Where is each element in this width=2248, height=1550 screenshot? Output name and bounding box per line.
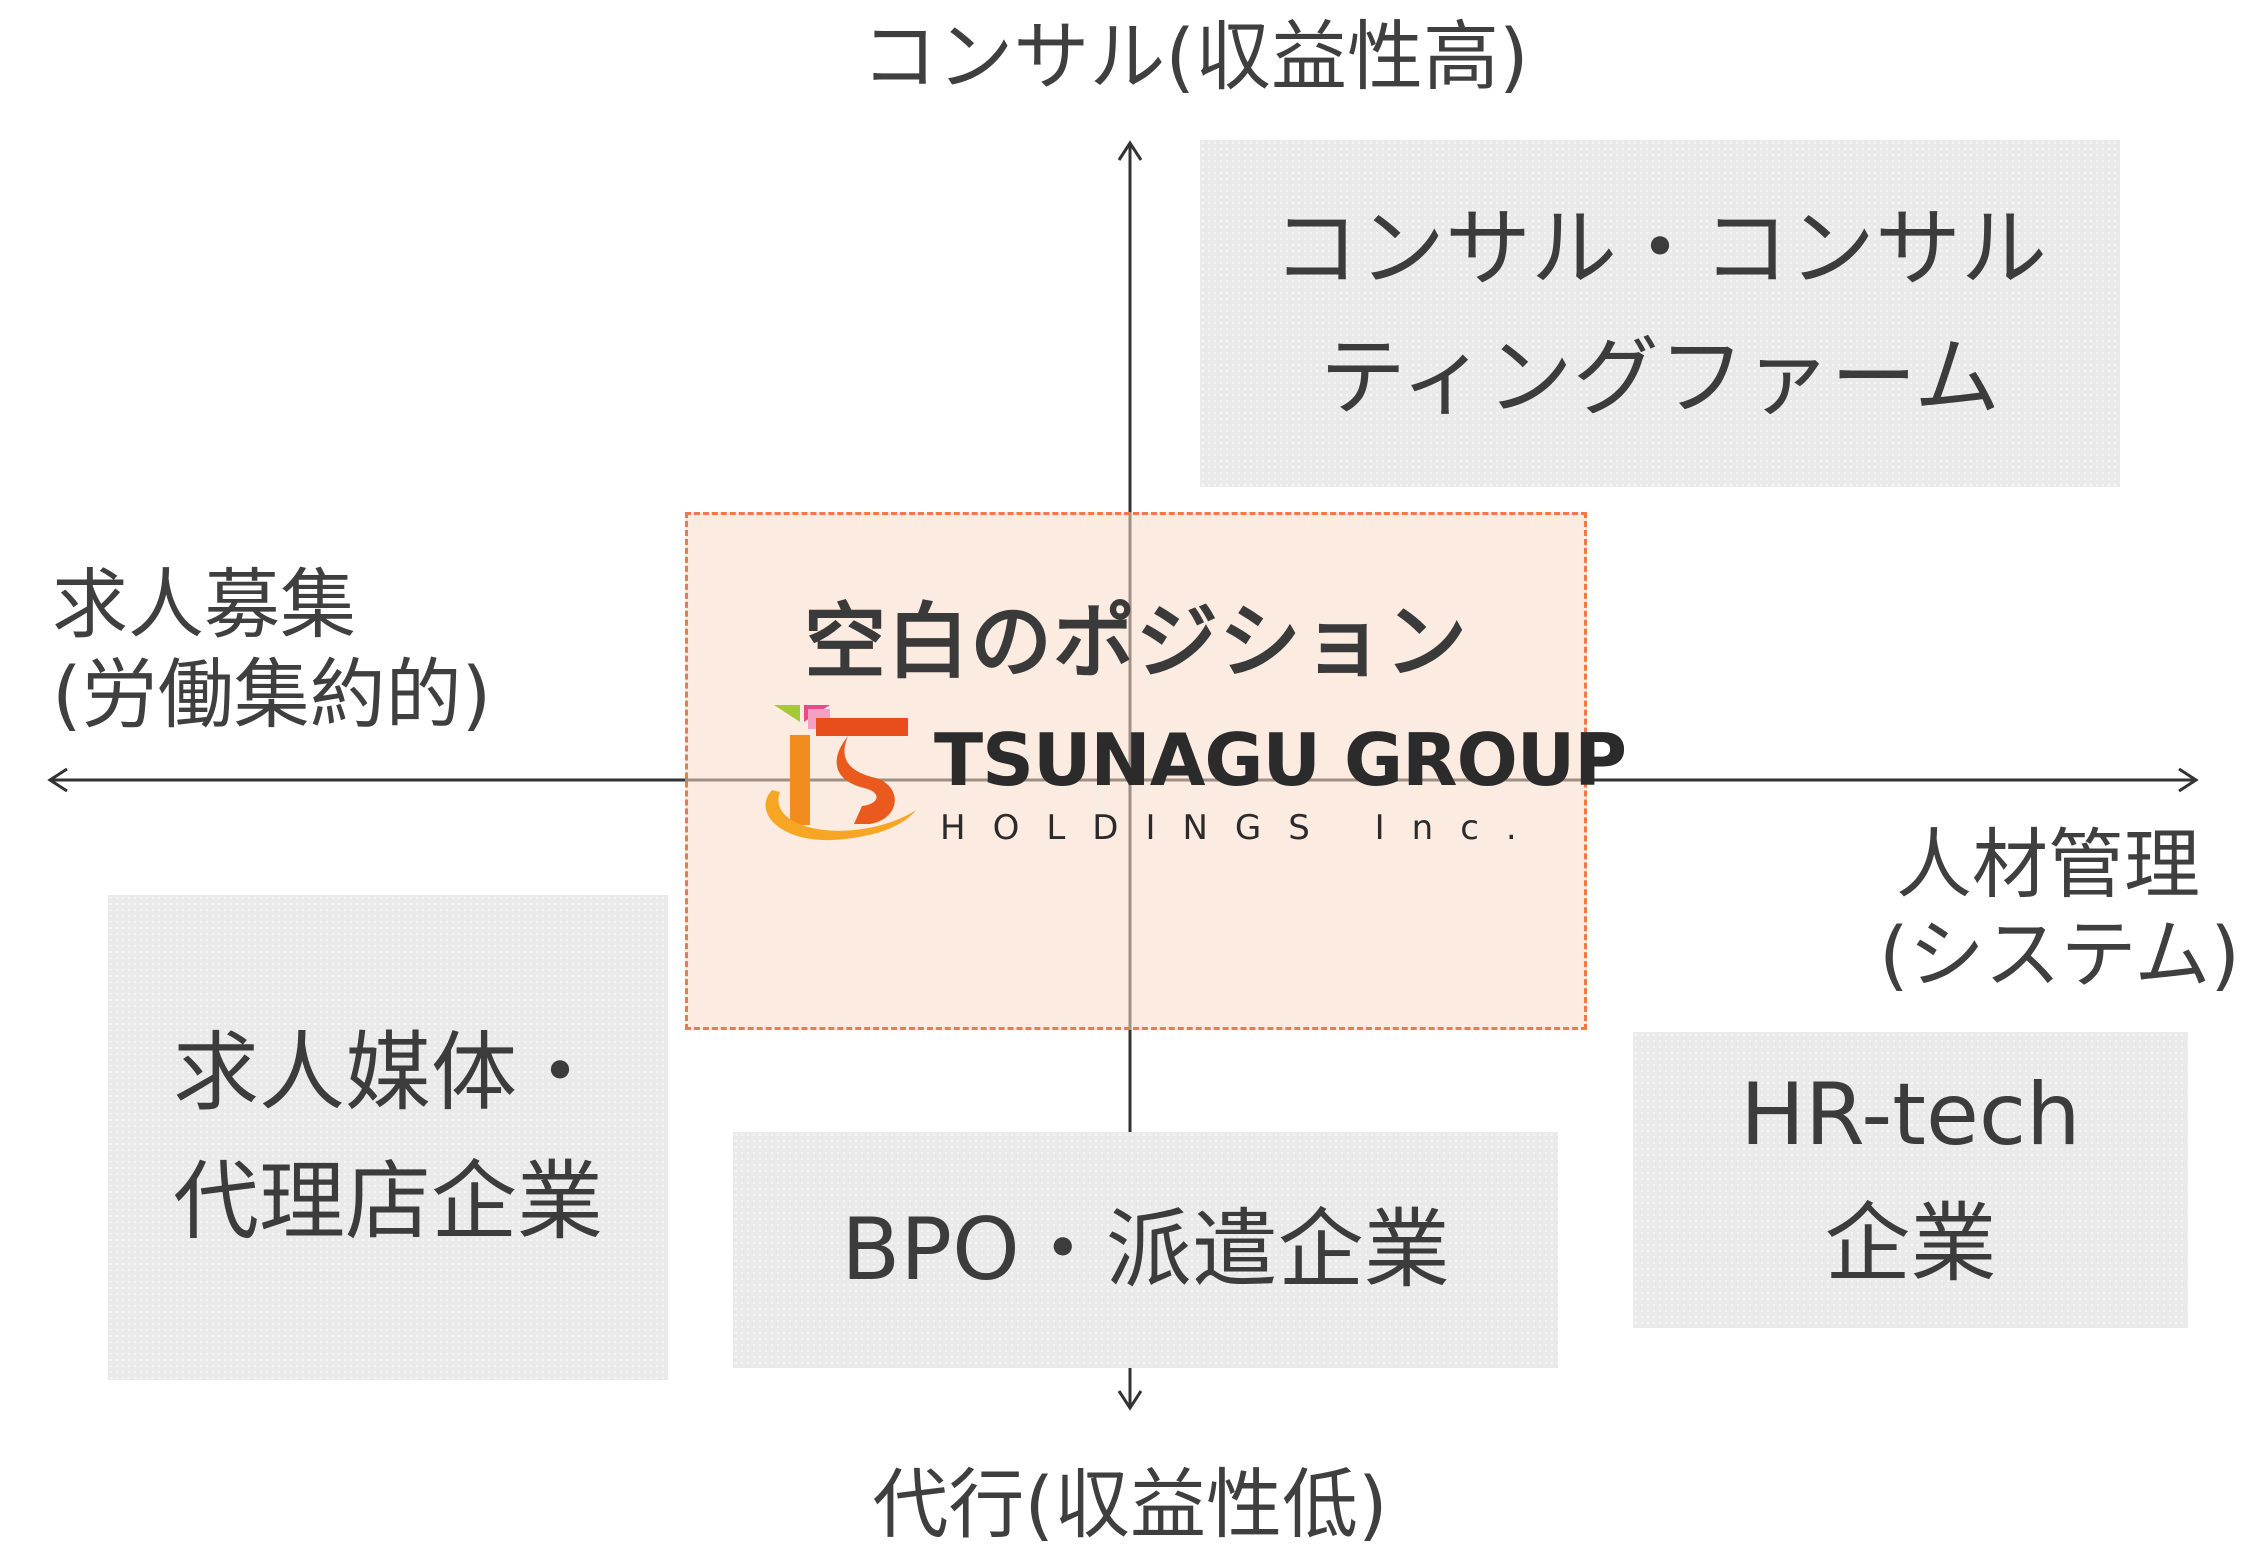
axis-label-right: 人材管理 (システム) — [1878, 820, 2240, 999]
blank-position-title: 空白のポジション — [803, 595, 1468, 690]
arrow-down-icon — [1117, 1390, 1143, 1411]
arrow-left-icon — [47, 767, 68, 793]
quadrant-box-hrtech: HR-tech 企業 — [1633, 1032, 2188, 1328]
axis-label-top: コンサル(収益性高) — [861, 12, 1529, 101]
axis-label-left: 求人募集 (労働集約的) — [52, 560, 492, 739]
quadrant-box-job-media: 求人媒体・ 代理店企業 — [108, 895, 668, 1380]
blank-position-highlight: 空白のポジション — [685, 512, 1587, 1030]
quadrant-box-bpo: BPO・派遣企業 — [733, 1132, 1558, 1368]
arrow-up-icon — [1117, 140, 1143, 161]
logo-company-subtitle: HOLDINGS Inc. — [940, 808, 1544, 848]
logo-company-name: TSUNAGU GROUP — [934, 718, 1627, 802]
logo-mark-icon — [765, 705, 916, 841]
axis-label-bottom: 代行(収益性低) — [872, 1460, 1388, 1549]
quadrant-box-consulting: コンサル・コンサル ティングファーム — [1200, 140, 2120, 487]
arrow-right-icon — [2178, 767, 2199, 793]
